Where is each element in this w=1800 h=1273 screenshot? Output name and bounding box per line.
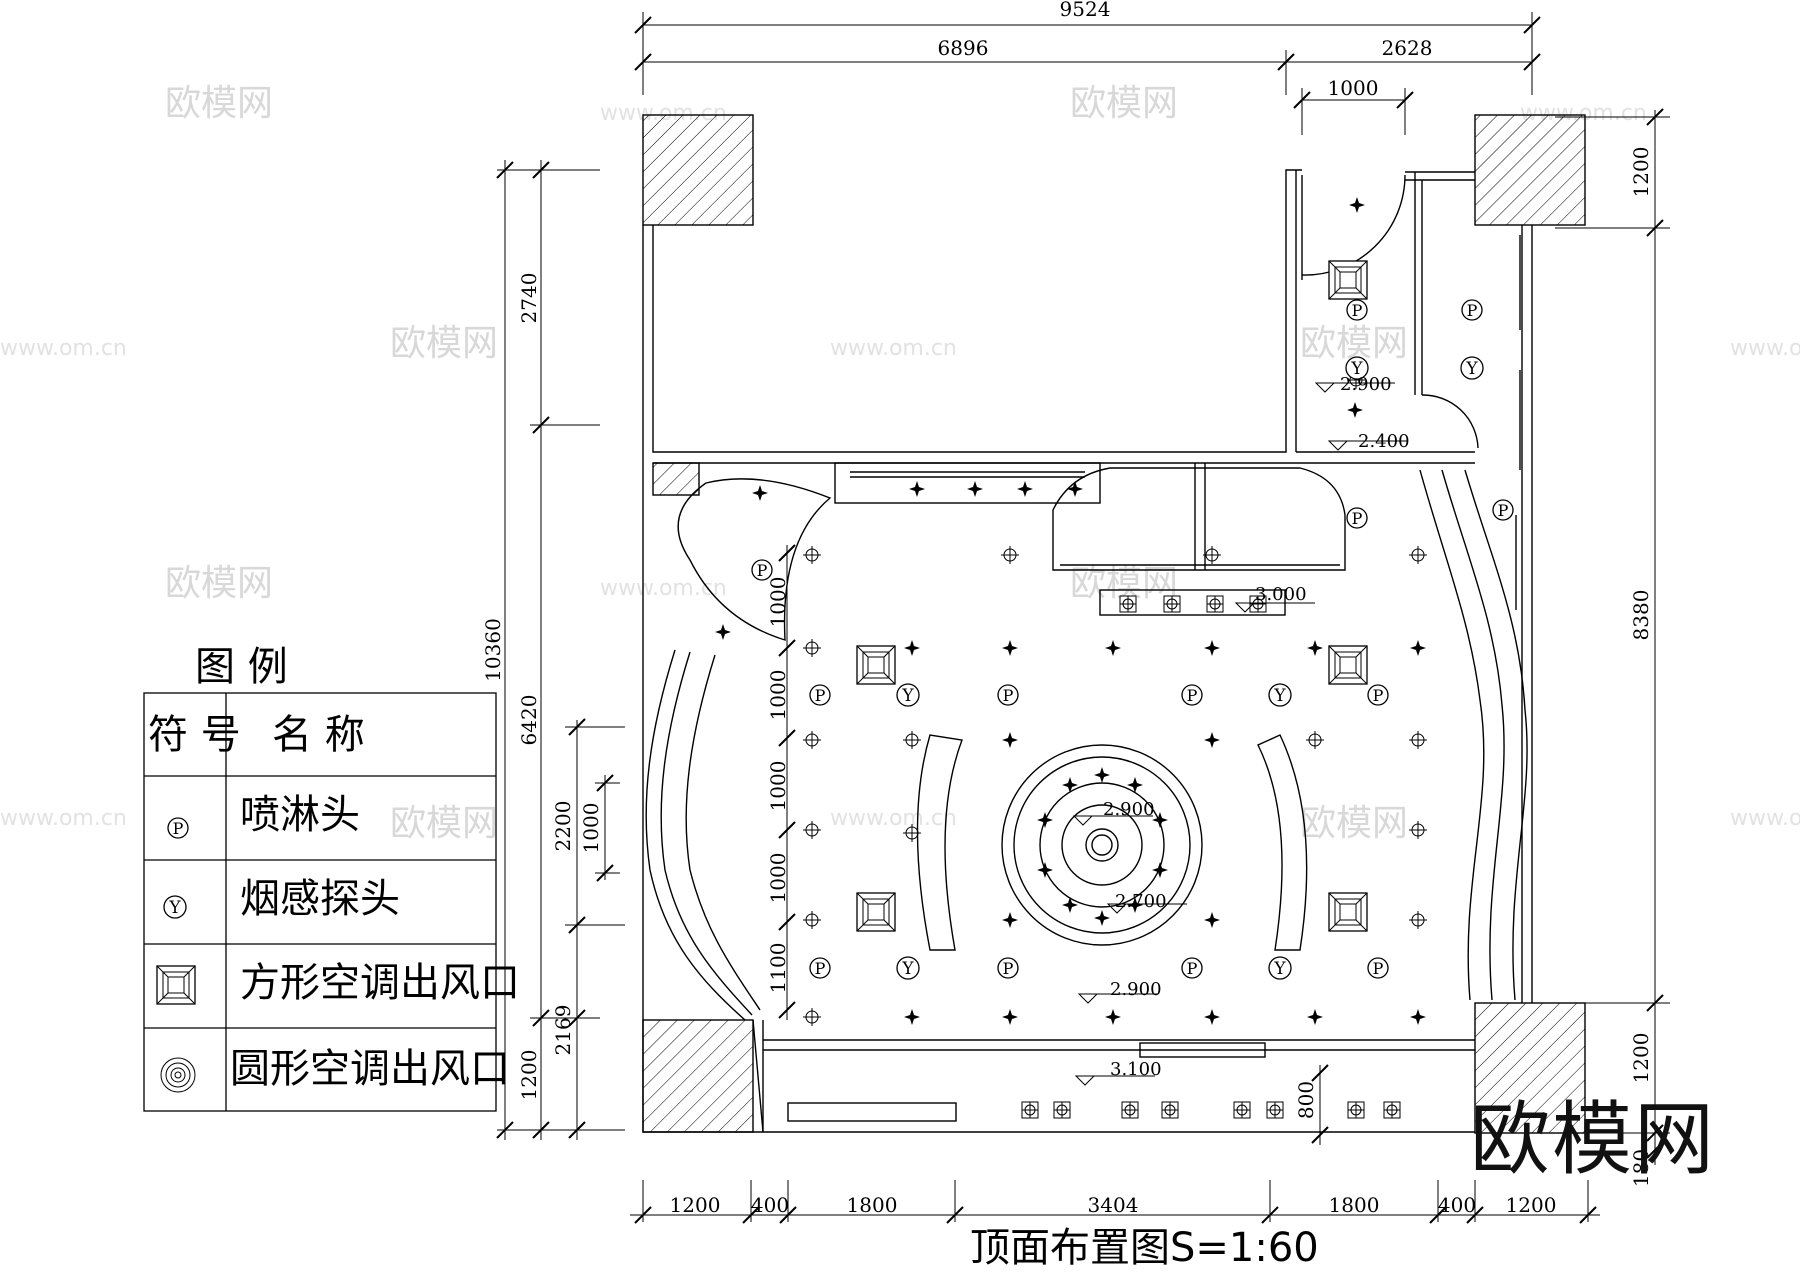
svg-text:www.om.cn: www.om.cn [0,806,127,831]
svg-text:欧模网: 欧模网 [1070,83,1178,124]
dim-bottom-4: 3404 [1088,1193,1139,1217]
elevation-label-2: 2.400 [1358,431,1410,452]
svg-text:欧模网: 欧模网 [1300,803,1408,844]
dim-inner-2200: 2200 [551,801,575,852]
grid-dim-c: 1000 [766,761,790,812]
svg-text:欧模网: 欧模网 [390,323,498,364]
dim-inner-1000: 1000 [579,803,603,854]
dim-bottom-2: 400 [751,1193,789,1217]
dim-bottom-5: 1800 [1329,1193,1380,1217]
svg-text:www.om.cn: www.om.cn [1730,806,1800,831]
legend-name-square-vent: 方形空调出风口 [240,960,520,1006]
dim-top-total: 9524 [1060,0,1111,21]
svg-text:www.om.cn: www.om.cn [600,576,727,601]
curved-soffits [645,462,1528,1021]
dim-left-bottom: 1200 [517,1050,541,1101]
legend: 图 例 符 号 名 称 喷淋头 烟感探头 方形空调出风口 圆形空调出风口 [143,644,520,1112]
dim-door-width: 1000 [1328,76,1379,100]
legend-col-symbol: 符 号 [148,712,241,758]
dim-left-total: 10360 [481,618,505,682]
dim-bottom-7: 1200 [1506,1193,1557,1217]
dimension-lines-left [496,160,625,1140]
svg-text:www.om.cn: www.om.cn [1730,336,1800,361]
watermark-layer: 欧模网 欧模网 欧模网 欧模网 欧模网 欧模网 欧模网 欧模网 www.om.c… [0,83,1800,844]
svg-text:欧模网: 欧模网 [165,83,273,124]
dim-left-upper: 2740 [517,273,541,324]
elevation-label-6: 2.900 [1110,979,1162,1000]
svg-text:www.om.cn: www.om.cn [830,806,957,831]
dimension-lines-top [634,12,1541,135]
square-ac-vent-icon [156,965,196,1005]
grid-dim-b: 1000 [766,670,790,721]
dim-inner-2169: 2169 [551,1005,575,1056]
elevation-label-7: 3.100 [1110,1059,1162,1080]
svg-text:www.om.cn: www.om.cn [0,336,127,361]
elevation-label-4: 2.900 [1103,799,1155,820]
dim-bottom-3: 1800 [847,1193,898,1217]
grid-dim-a: 1000 [766,577,790,628]
legend-title: 图 例 [195,644,288,690]
dim-top-right: 2628 [1382,36,1433,60]
elevation-label-3: 3.000 [1255,584,1307,605]
dim-bottom-800: 800 [1294,1081,1318,1119]
dim-right-main: 8380 [1629,590,1653,641]
dim-right-lower-a: 1200 [1629,1033,1653,1084]
brand-watermark-logo: 欧模网 [1470,1093,1716,1186]
legend-col-name: 名 称 [272,712,365,758]
dim-right-upper: 1200 [1629,147,1653,198]
drawing-title: 顶面布置图S=1:60 [970,1225,1319,1271]
dim-bottom-6: 400 [1438,1193,1476,1217]
dim-top-left: 6896 [938,36,989,60]
elevation-label-1: 2.900 [1340,374,1392,395]
legend-name-round-vent: 圆形空调出风口 [230,1046,510,1092]
room-grid-dims [778,544,796,1020]
dim-left-main: 6420 [517,695,541,746]
round-ac-vent-icon [160,1057,196,1093]
elevation-label-5: 2.700 [1115,891,1167,912]
dim-bottom-1: 1200 [670,1193,721,1217]
svg-text:欧模网: 欧模网 [390,803,498,844]
legend-name-sprinkler: 喷淋头 [240,792,360,838]
grid-dim-e: 1100 [766,943,790,994]
grid-dim-d: 1000 [766,853,790,904]
svg-text:www.om.cn: www.om.cn [830,336,957,361]
floor-plan-walls [642,114,1586,1134]
smoke-detector-icon [163,895,187,919]
legend-name-smoke: 烟感探头 [240,876,400,922]
dim-right-lower-b: 180 [1629,1149,1653,1187]
sprinkler-icon [167,817,189,839]
svg-text:欧模网: 欧模网 [165,563,273,604]
